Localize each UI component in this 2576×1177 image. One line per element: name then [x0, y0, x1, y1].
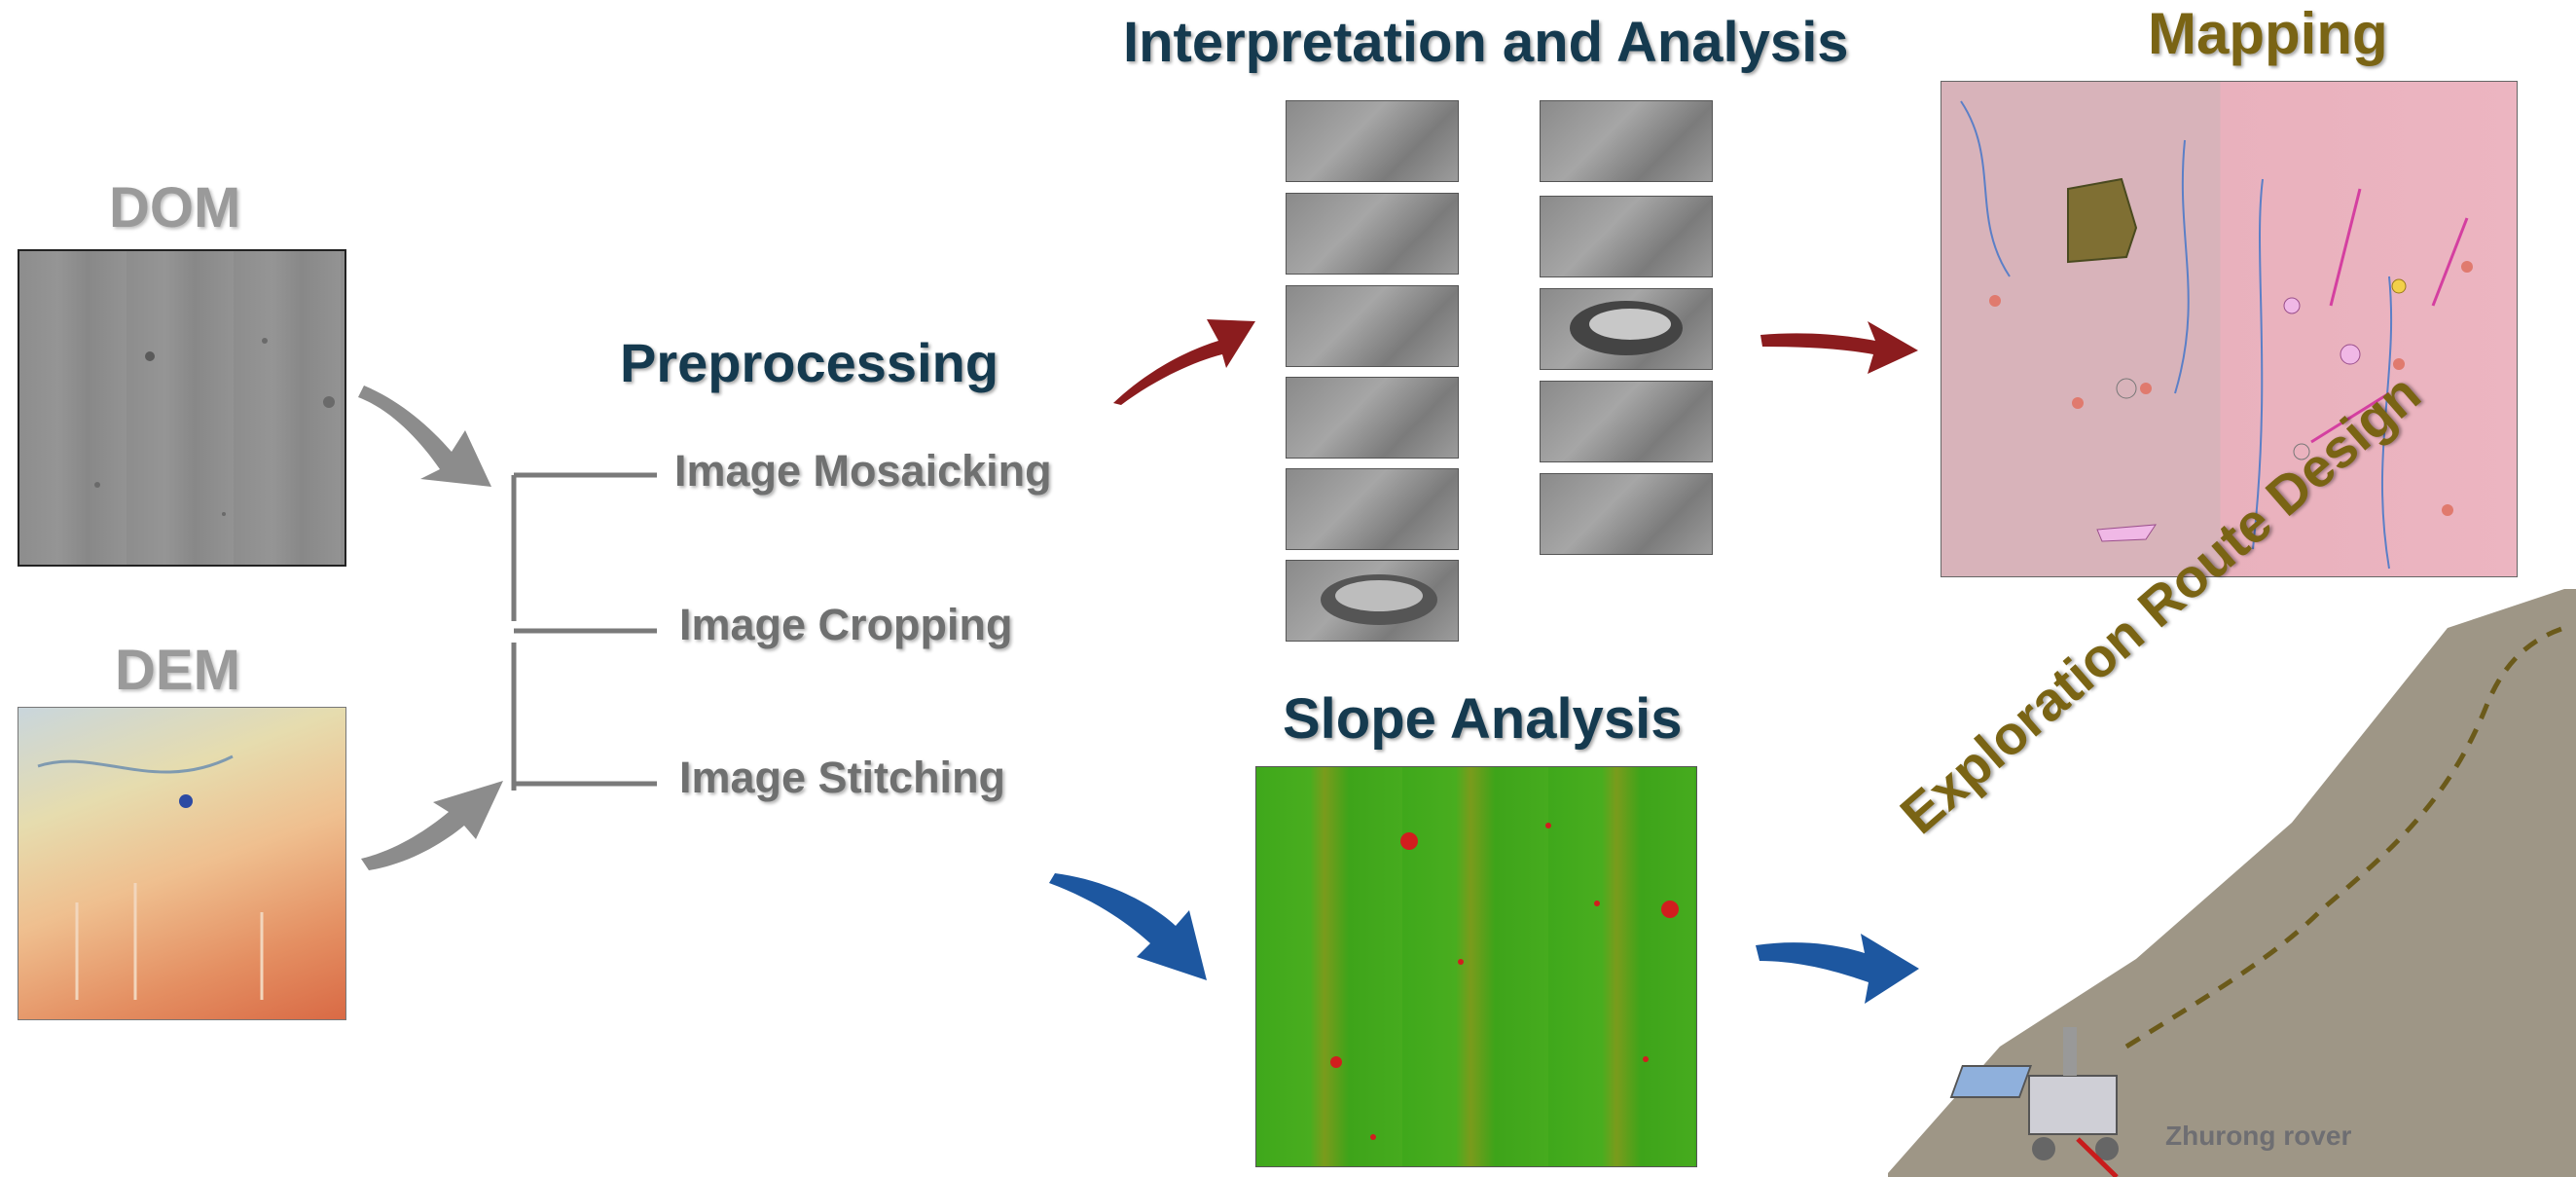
step-image-cropping: Image Cropping [679, 600, 1013, 649]
arrow-dem-to-preprocessing-icon [361, 781, 503, 870]
slope-map [1255, 766, 1697, 1167]
step-image-mosaicking: Image Mosaicking [674, 446, 1052, 496]
zhurong-rover-icon [1949, 1027, 2119, 1177]
preprocessing-bracket [511, 472, 657, 791]
dem-label: DEM [115, 639, 240, 702]
tile-terrain-4 [1286, 377, 1459, 459]
step-image-stitching: Image Stitching [679, 753, 1006, 802]
dom-label: DOM [109, 176, 241, 239]
tile-ridge-2 [1286, 193, 1459, 275]
arrow-to-mapping-icon [1760, 321, 1918, 374]
arrow-to-slope-icon [1049, 873, 1207, 980]
tile-ridge-1 [1286, 100, 1459, 182]
arrow-to-route-icon [1756, 934, 1919, 1004]
dem-image [18, 707, 346, 1020]
tile-terrain-11 [1540, 473, 1713, 555]
rover-label: Zhurong rover [2165, 1121, 2352, 1151]
mapping-title: Mapping [2148, 1, 2388, 66]
route-terrain [1888, 589, 2576, 1177]
arrow-dom-to-preprocessing-icon [358, 386, 491, 487]
arrow-to-interpretation-icon [1113, 319, 1255, 405]
preprocessing-title: Preprocessing [620, 332, 999, 393]
dom-image [18, 249, 346, 567]
tile-terrain-10 [1540, 381, 1713, 462]
tile-terrain-7 [1540, 100, 1713, 182]
geologic-map [1941, 81, 2518, 577]
tile-terrain-3 [1286, 285, 1459, 367]
tile-terrain-8 [1540, 196, 1713, 277]
slope-title: Slope Analysis [1283, 687, 1683, 751]
tile-crater-6 [1286, 560, 1459, 642]
tile-crater-9 [1540, 288, 1713, 370]
interpretation-title: Interpretation and Analysis [1123, 11, 1849, 74]
tile-terrain-5 [1286, 468, 1459, 550]
